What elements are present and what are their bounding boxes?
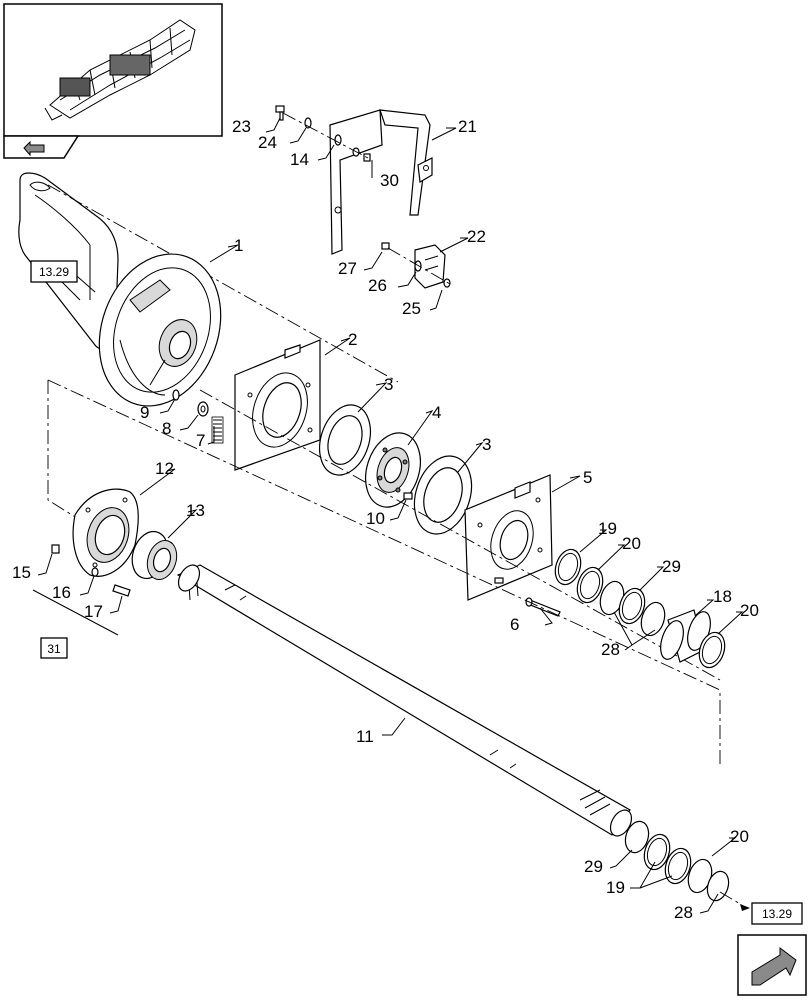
callout-20b: 20 <box>740 601 759 620</box>
callout-29a: 29 <box>662 557 681 576</box>
callout-13: 13 <box>186 501 205 520</box>
callout-15: 15 <box>12 563 31 582</box>
callout-14: 14 <box>290 150 309 169</box>
callout-11: 11 <box>356 727 374 746</box>
clip-22 <box>381 242 451 289</box>
pressure-plate-5 <box>464 474 553 601</box>
callout-20a: 20 <box>622 534 641 553</box>
hardware-15-16-17 <box>51 544 131 597</box>
bracket-21 <box>329 109 433 255</box>
callout-23: 23 <box>232 117 251 136</box>
spring-7 <box>211 416 224 444</box>
callout-6: 6 <box>510 615 519 634</box>
flange-plate-2 <box>234 339 321 471</box>
svg-text:13.29: 13.29 <box>762 907 792 921</box>
bolt-10 <box>403 492 413 500</box>
overview-thumbnail[interactable] <box>3 3 223 137</box>
ring-29a <box>618 587 646 625</box>
svg-text:31: 31 <box>47 642 61 656</box>
bearing-flange-12 <box>72 488 139 577</box>
callout-17: 17 <box>84 602 103 621</box>
ring-20c <box>664 847 692 885</box>
ring-20a <box>576 566 604 604</box>
callout-2: 2 <box>348 330 357 349</box>
callout-25: 25 <box>402 299 421 318</box>
callout-1: 1 <box>234 236 243 255</box>
hardware-23-24-14-30 <box>275 105 371 162</box>
callout-27: 27 <box>338 259 357 278</box>
callout-26: 26 <box>368 276 387 295</box>
callout-7: 7 <box>196 431 205 450</box>
axis-line-left <box>47 380 81 521</box>
friction-washer-3a <box>319 404 371 476</box>
callout-30: 30 <box>380 171 399 190</box>
ring-extra-lower <box>706 870 730 902</box>
ref-box-31[interactable]: 31 <box>40 637 68 659</box>
callout-20c: 20 <box>730 827 749 846</box>
ref-box-left[interactable]: 13.29 <box>30 260 78 283</box>
ring-29b <box>624 820 650 854</box>
hardware-9-8-7 <box>172 389 224 444</box>
callout-22: 22 <box>467 227 486 246</box>
axis-line-bottom <box>719 891 743 906</box>
callout-28b: 28 <box>674 903 693 922</box>
arrow-to-ref <box>740 904 750 911</box>
callout-9: 9 <box>140 403 149 422</box>
callout-16: 16 <box>52 583 71 602</box>
friction-disc-4 <box>365 432 421 508</box>
callout-18: 18 <box>713 587 732 606</box>
friction-washer-3b <box>413 455 473 535</box>
machine-frame-sketch <box>44 19 196 121</box>
callout-5: 5 <box>583 468 592 487</box>
callout-4: 4 <box>432 403 441 422</box>
callout-labels: 1 2 3 4 3 5 6 7 8 9 10 11 12 13 14 15 16… <box>12 117 759 922</box>
callout-3a: 3 <box>384 375 393 394</box>
callout-21: 21 <box>458 117 477 136</box>
callout-10: 10 <box>366 509 385 528</box>
hub-cover-1 <box>98 253 222 407</box>
group-bracket-31 <box>32 589 119 636</box>
hub-13 <box>131 530 178 581</box>
callout-28a: 28 <box>601 640 620 659</box>
callout-3b: 3 <box>482 435 491 454</box>
ring-20b <box>698 631 726 669</box>
arrow-back-icon[interactable] <box>3 135 80 159</box>
ref-box-bottom[interactable]: 13.29 <box>751 902 803 925</box>
callout-8: 8 <box>162 419 171 438</box>
callout-12: 12 <box>155 459 174 478</box>
pin-6 <box>525 597 561 617</box>
leader-lines <box>37 117 744 914</box>
ring-19a <box>554 548 582 586</box>
axis-line-top <box>47 184 399 383</box>
arrow-next-icon[interactable] <box>737 934 807 996</box>
svg-text:13.29: 13.29 <box>39 265 69 279</box>
shaft-11 <box>176 564 633 837</box>
callout-29b: 29 <box>584 857 603 876</box>
callout-19b: 19 <box>606 878 625 897</box>
callout-24: 24 <box>258 133 277 152</box>
callout-19a: 19 <box>598 519 617 538</box>
